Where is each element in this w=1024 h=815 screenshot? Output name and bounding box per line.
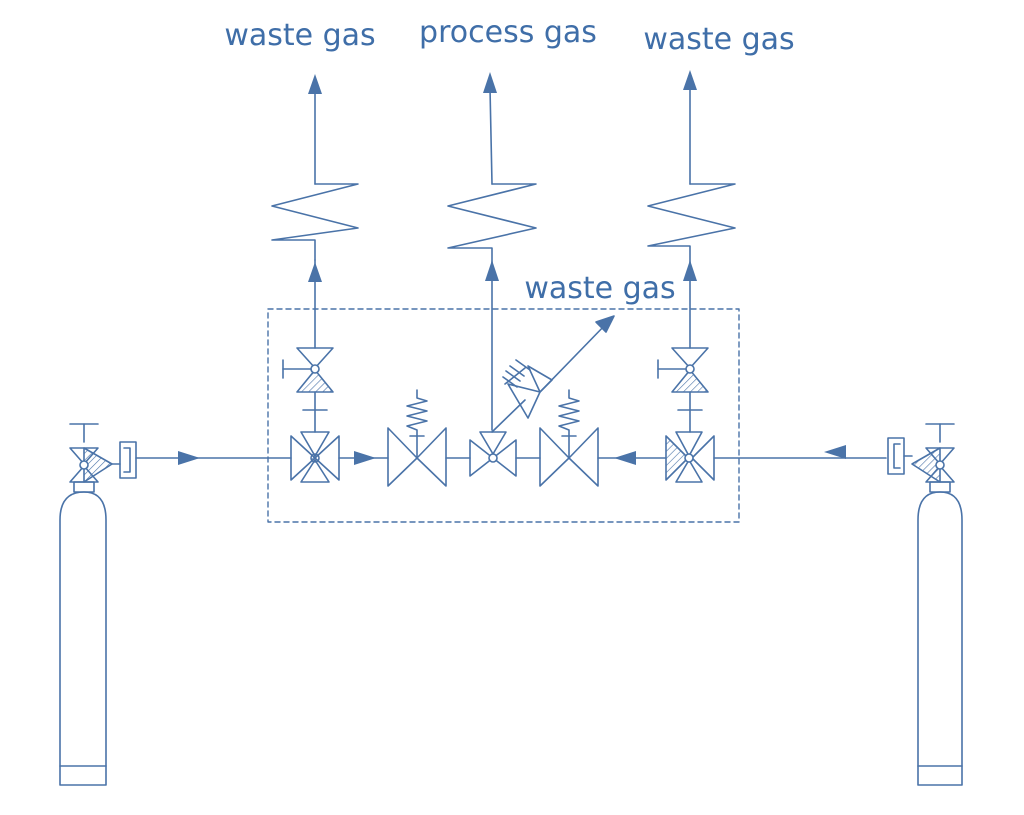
three-way-valve-left	[290, 431, 340, 483]
cylinder-valve-left	[69, 423, 137, 483]
arrow-right-icon	[178, 451, 200, 465]
arrow-up-icon	[483, 72, 497, 93]
outlet-line-left	[271, 74, 359, 349]
arrow-up-icon	[683, 70, 697, 90]
cylinder-right	[917, 481, 963, 786]
purge-valve-left	[282, 347, 334, 433]
arrow-left-icon	[824, 445, 846, 459]
cylinder-left	[59, 481, 107, 786]
arrow-right-icon	[354, 451, 376, 465]
outlet-label-right: waste gas	[643, 22, 794, 57]
arrow-left-icon	[614, 451, 636, 465]
pressure-regulator-left	[387, 389, 447, 487]
coil-center	[447, 183, 537, 263]
outlet-line-center	[447, 72, 537, 431]
relief-vent-label: waste gas	[524, 271, 675, 306]
coil-right	[647, 183, 736, 263]
pressure-regulator-right	[539, 389, 599, 487]
outlet-line-right	[647, 70, 736, 349]
coil-left	[271, 183, 359, 261]
arrow-up-icon	[485, 260, 499, 281]
manifold-line	[135, 445, 887, 465]
relief-valve	[491, 315, 615, 433]
cylinder-valve-right	[887, 423, 955, 483]
outlet-label-center: process gas	[419, 15, 597, 50]
manifold-panel-boundary	[267, 308, 740, 523]
outlet-label-left: waste gas	[224, 18, 375, 53]
arrow-up-icon	[308, 74, 322, 94]
arrow-up-icon	[683, 260, 697, 281]
three-way-valve-right	[665, 431, 715, 483]
outlet-valve-center	[469, 431, 517, 477]
arrow-up-icon	[308, 262, 322, 282]
purge-valve-right	[657, 347, 709, 433]
